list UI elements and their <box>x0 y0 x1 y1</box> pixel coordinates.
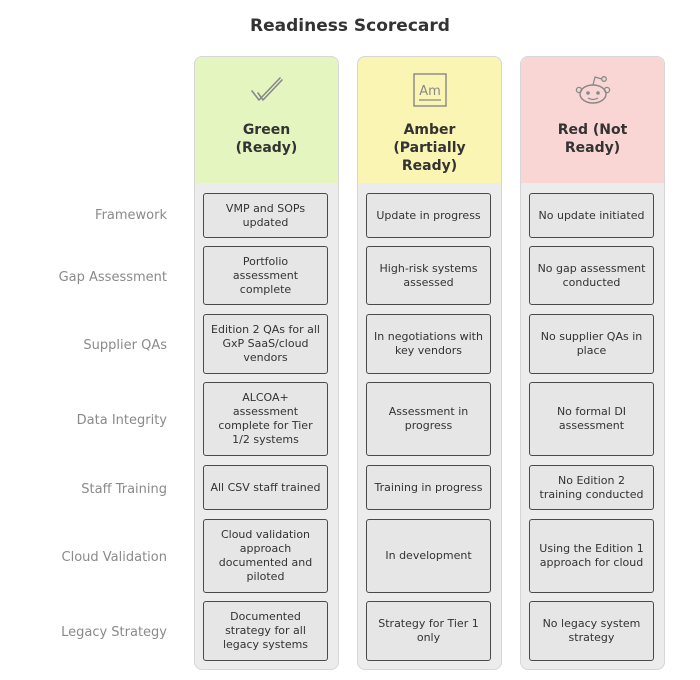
cell-red-supplier-qas: No supplier QAs in place <box>529 314 654 374</box>
scorecard-title: Readiness Scorecard <box>250 16 450 36</box>
cell-green-supplier-qas: Edition 2 QAs for all GxP SaaS/cloud ven… <box>203 314 328 374</box>
cell-amber-framework: Update in progress <box>366 193 491 238</box>
row-label-data-integrity: Data Integrity <box>76 413 167 428</box>
row-label-cloud-validation: Cloud Validation <box>61 550 167 565</box>
row-label-framework: Framework <box>95 208 167 223</box>
cell-amber-cloud-validation: In development <box>366 519 491 593</box>
row-label-staff-training: Staff Training <box>81 482 167 497</box>
column-red: Red (Not Ready) No update initiated No g… <box>520 56 665 670</box>
column-header-green: Green (Ready) <box>195 57 338 183</box>
column-amber: Am Amber (Partially Ready) Update in pro… <box>357 56 502 670</box>
row-label-gap-assessment: Gap Assessment <box>58 270 167 285</box>
periodic-element-am-icon: Am <box>413 73 447 107</box>
cell-red-cloud-validation: Using the Edition 1 approach for cloud <box>529 519 654 593</box>
column-label-red: Red (Not Ready) <box>557 122 628 156</box>
cell-green-gap-assessment: Portfolio assessment complete <box>203 246 328 305</box>
cell-green-staff-training: All CSV staff trained <box>203 465 328 510</box>
double-check-icon <box>251 77 283 101</box>
row-label-supplier-qas: Supplier QAs <box>83 338 167 353</box>
cell-amber-staff-training: Training in progress <box>366 465 491 510</box>
column-header-amber: Am Amber (Partially Ready) <box>358 57 501 183</box>
column-header-red: Red (Not Ready) <box>521 57 664 183</box>
cell-red-staff-training: No Edition 2 training conducted <box>529 465 654 510</box>
cell-amber-supplier-qas: In negotiations with key vendors <box>366 314 491 374</box>
cell-green-cloud-validation: Cloud validation approach documented and… <box>203 519 328 593</box>
row-label-legacy-strategy: Legacy Strategy <box>61 625 167 640</box>
column-label-amber: Amber (Partially Ready) <box>393 122 466 174</box>
cell-amber-gap-assessment: High-risk systems assessed <box>366 246 491 305</box>
cell-green-legacy-strategy: Documented strategy for all legacy syste… <box>203 601 328 661</box>
cell-red-data-integrity: No formal DI assessment <box>529 382 654 456</box>
reddit-alien-icon <box>575 76 611 104</box>
svg-text:Am: Am <box>419 84 441 99</box>
column-label-green: Green (Ready) <box>235 122 298 156</box>
cell-green-framework: VMP and SOPs updated <box>203 193 328 238</box>
cell-red-framework: No update initiated <box>529 193 654 238</box>
cell-amber-legacy-strategy: Strategy for Tier 1 only <box>366 601 491 661</box>
cell-amber-data-integrity: Assessment in progress <box>366 382 491 456</box>
cell-red-gap-assessment: No gap assessment conducted <box>529 246 654 305</box>
cell-green-data-integrity: ALCOA+ assessment complete for Tier 1/2 … <box>203 382 328 456</box>
column-green: Green (Ready) VMP and SOPs updated Portf… <box>194 56 339 670</box>
cell-red-legacy-strategy: No legacy system strategy <box>529 601 654 661</box>
